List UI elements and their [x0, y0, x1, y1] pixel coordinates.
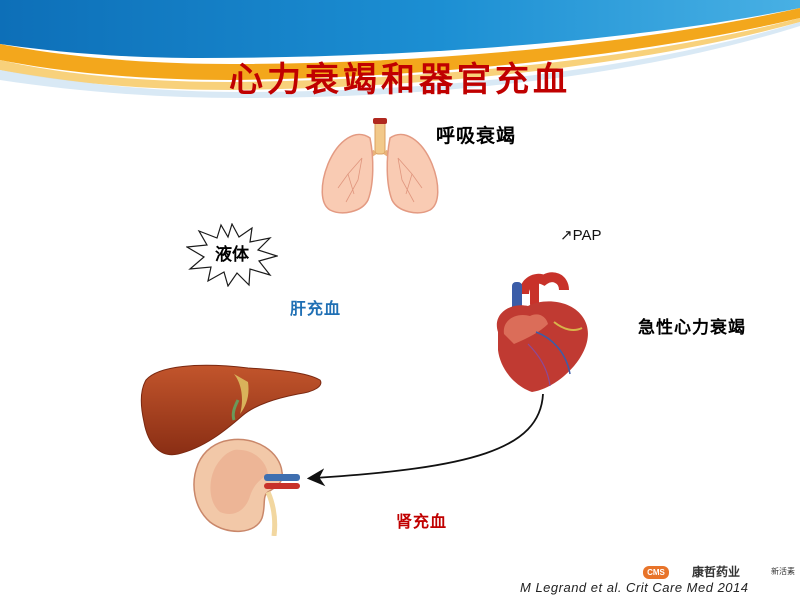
heart-illustration	[496, 272, 588, 392]
company-logo-name: 康哲药业	[692, 565, 741, 579]
respiratory-failure-label: 呼吸衰竭	[436, 125, 517, 147]
pap-label: ↗PAP	[560, 227, 602, 244]
lungs-illustration	[321, 118, 439, 214]
kidney-congestion-label: 肾充血	[396, 512, 448, 531]
citation: M Legrand et al. Crit Care Med 2014	[520, 580, 749, 595]
liver-illustration	[140, 364, 322, 456]
company-logo-sub: 新活素	[771, 567, 795, 576]
slide-title: 心力衰竭和器官充血	[229, 60, 571, 100]
starburst-shape	[186, 223, 278, 287]
liver-congestion-label: 肝充血	[290, 299, 342, 318]
header-banner	[0, 0, 800, 98]
kidney-illustration	[193, 438, 300, 536]
acute-heart-failure-label: 急性心力衰竭	[638, 318, 746, 338]
fluid-label: 液体	[215, 245, 249, 265]
company-logo-badge: CMS	[643, 566, 669, 579]
curved-arrow	[306, 393, 544, 487]
